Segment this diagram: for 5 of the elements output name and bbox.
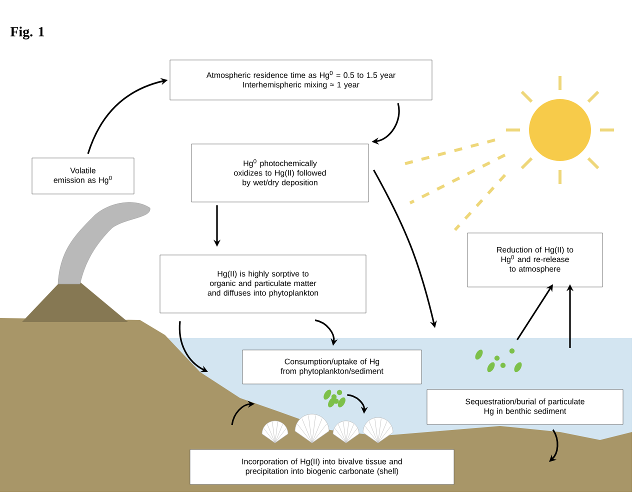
plankton-drawing xyxy=(324,390,346,408)
shells-drawing xyxy=(262,414,394,444)
figure-title: Fig. 1 xyxy=(10,26,44,40)
plankton-drawing xyxy=(475,348,522,372)
arrow xyxy=(549,429,558,462)
